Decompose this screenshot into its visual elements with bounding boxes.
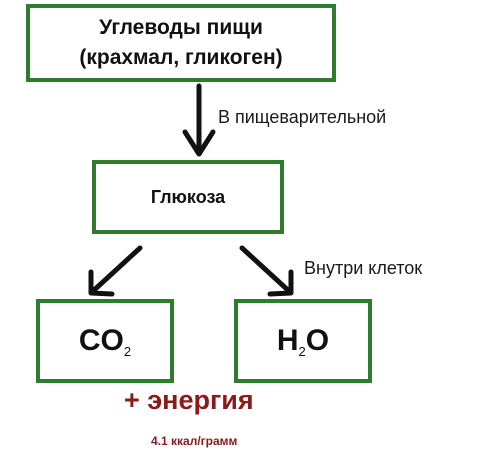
h2o-box: H2O — [234, 299, 372, 383]
co2-base: CO — [78, 323, 124, 357]
arrow-carbs-to-glucose — [182, 83, 216, 157]
carbohydrates-subtitle: (крахмал, гликоген) — [79, 46, 283, 69]
carbohydrates-box: Углеводы пищи (крахмал, гликоген) — [26, 4, 336, 82]
carbohydrates-title: Углеводы пищи — [99, 16, 263, 39]
h2o-base-h: H — [276, 323, 299, 357]
glucose-label: Глюкоза — [150, 186, 226, 207]
arrow-glucose-to-h2o — [239, 245, 294, 297]
energy-label: + энергия — [124, 385, 254, 415]
h2o-formula: H2O — [277, 324, 329, 359]
glucose-box: Глюкоза — [92, 160, 284, 234]
h2o-base-o: O — [305, 323, 330, 357]
co2-subscript: 2 — [123, 343, 132, 359]
h2o-subscript: 2 — [298, 343, 306, 359]
arrow-glucose-to-co2 — [88, 245, 143, 297]
digestive-tract-label: В пищеварительной — [218, 107, 387, 127]
inside-cells-label: Внутри клеток — [304, 258, 423, 278]
energy-value: 4.1 ккал/грамм — [151, 434, 238, 448]
co2-box: CO2 — [36, 299, 174, 383]
co2-formula: CO2 — [79, 324, 131, 359]
